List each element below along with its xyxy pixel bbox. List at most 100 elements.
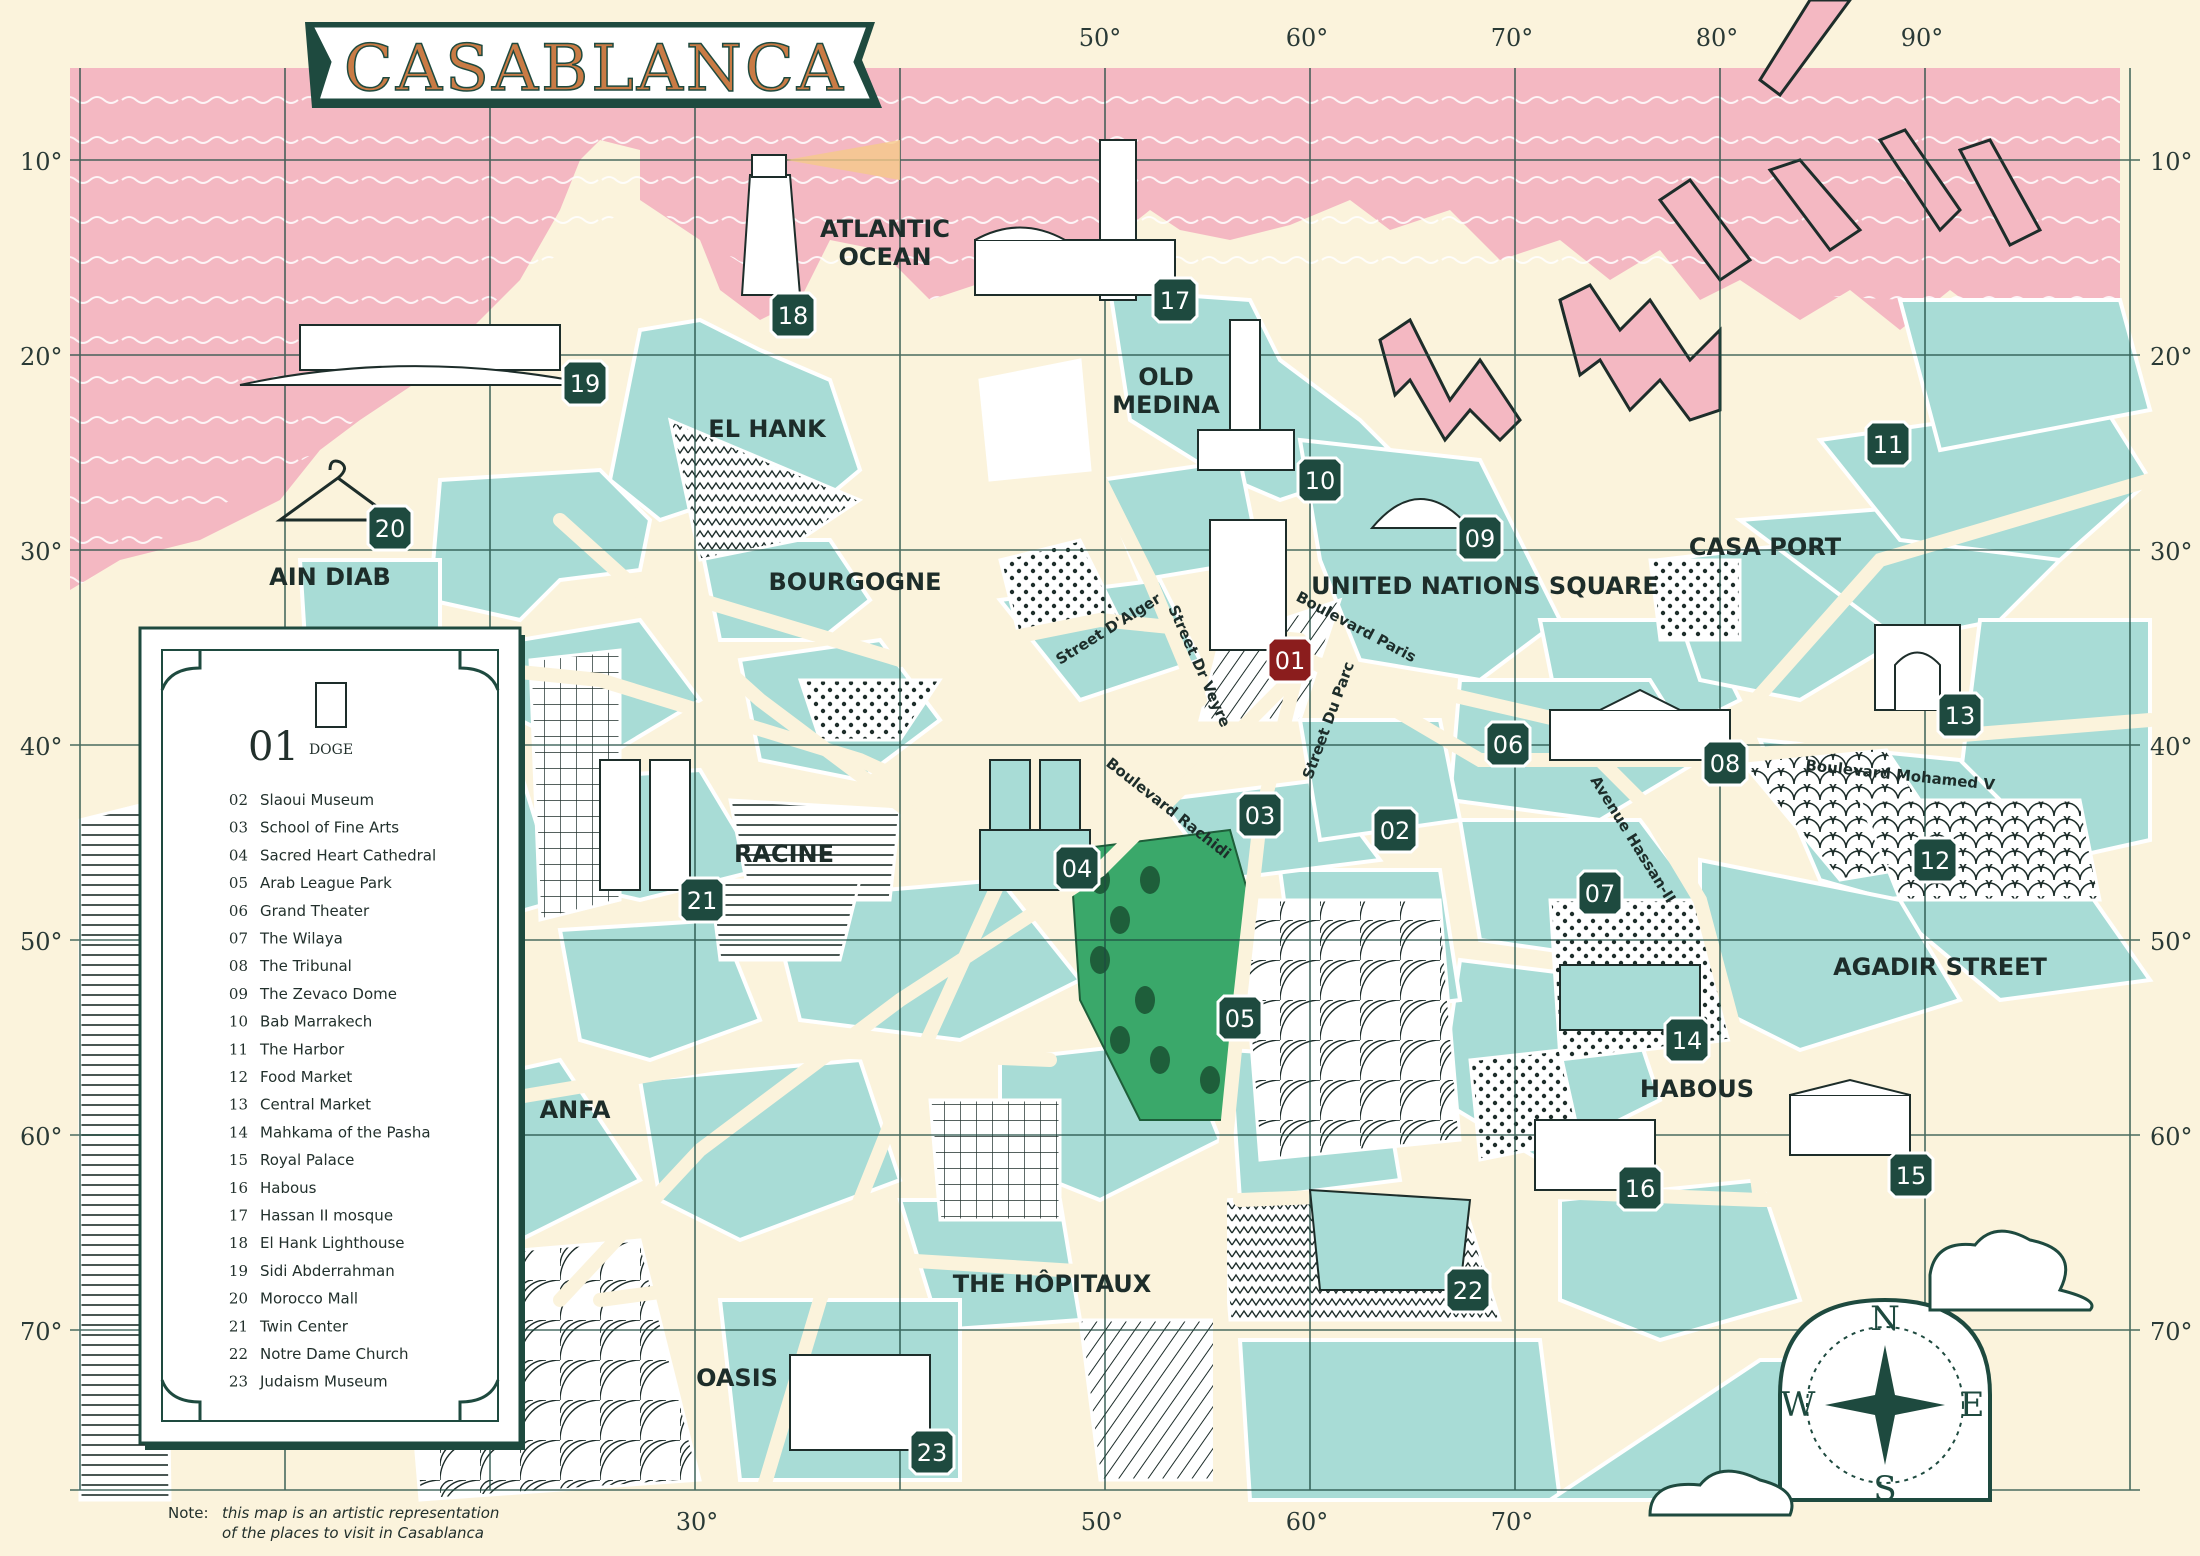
marker-21[interactable]: 21: [678, 876, 726, 924]
grid-label: 60°: [20, 1123, 63, 1151]
legend-item-name: Slaoui Museum: [260, 791, 374, 809]
district-label: UNITED NATIONS SQUARE: [1311, 572, 1659, 600]
marker-13[interactable]: 13: [1936, 691, 1984, 739]
marker-number: 11: [1873, 431, 1904, 459]
marker-23[interactable]: 23: [908, 1428, 956, 1476]
district-label: AIN DIAB: [269, 563, 391, 591]
legend-item-name: The Zevaco Dome: [259, 985, 397, 1003]
marker-18[interactable]: 18: [769, 291, 817, 339]
marker-number: 04: [1062, 855, 1093, 883]
note-line-1: this map is an artistic representation: [222, 1504, 499, 1522]
compass-block: N S E W: [1778, 1297, 1992, 1509]
judaism-museum-icon: [789, 1354, 931, 1451]
marker-05[interactable]: 05: [1216, 994, 1264, 1042]
compass-w: W: [1781, 1385, 1816, 1425]
marker-01[interactable]: 01: [1266, 636, 1314, 684]
marker-14[interactable]: 14: [1663, 1016, 1711, 1064]
legend-item: 07 The Wilaya: [229, 930, 343, 948]
legend-item-number: 14: [229, 1123, 248, 1141]
kasbah-icon: [239, 324, 571, 386]
marker-number: 01: [1275, 647, 1306, 675]
legend-item: 16 Habous: [229, 1179, 317, 1197]
compass-rose-icon: [1825, 1345, 1945, 1465]
marker-15[interactable]: 15: [1887, 1151, 1935, 1199]
district-labels: ATLANTIC OCEAN EL HANK OLD MEDINA AIN DI…: [269, 215, 2047, 1392]
marker-number: 05: [1225, 1005, 1256, 1033]
district-label: CASA PORT: [1689, 533, 1842, 561]
marker-08[interactable]: 08: [1701, 739, 1749, 787]
legend-item-name: Food Market: [260, 1068, 352, 1086]
grid-label: 50°: [1079, 24, 1122, 52]
legend-item-name: The Tribunal: [259, 957, 352, 975]
marker-11[interactable]: 11: [1864, 420, 1912, 468]
legend-item: 13 Central Market: [229, 1096, 371, 1114]
legend-item-number: 05: [229, 874, 248, 892]
legend-item-name: Habous: [260, 1179, 317, 1197]
legend-item-name: Twin Center: [259, 1317, 349, 1335]
legend-item-number: 20: [229, 1290, 248, 1308]
marker-number: 18: [778, 302, 809, 330]
district-label: OLD: [1138, 363, 1194, 391]
district-label: OASIS: [696, 1364, 778, 1392]
grid-label: 40°: [2150, 733, 2193, 761]
legend-item-name: Hassan II mosque: [260, 1207, 393, 1225]
poi-markers: 01 02 03 04 05 06 07 08 09 10 11 12 13 14 15 16 17 18 19 20…: [366, 276, 1984, 1476]
marker-03[interactable]: 03: [1236, 791, 1284, 839]
marker-22[interactable]: 22: [1444, 1266, 1492, 1314]
grid-label: 10°: [2150, 148, 2193, 176]
legend-item-number: 13: [229, 1096, 248, 1114]
old-medina-tower-icon: [1197, 319, 1295, 471]
marker-17[interactable]: 17: [1151, 276, 1199, 324]
legend-item-number: 11: [229, 1040, 248, 1058]
marker-number: 03: [1245, 802, 1276, 830]
grid-label: 40°: [20, 733, 63, 761]
marker-10[interactable]: 10: [1296, 456, 1344, 504]
marker-number: 12: [1920, 847, 1951, 875]
legend-item: 14 Mahkama of the Pasha: [229, 1123, 431, 1141]
district-label: AGADIR STREET: [1833, 953, 2047, 981]
marker-20[interactable]: 20: [366, 504, 414, 552]
marker-09[interactable]: 09: [1456, 514, 1504, 562]
legend-item-number: 07: [229, 930, 248, 948]
cloud-icon: [1648, 1229, 2094, 1517]
marker-number: 07: [1585, 880, 1616, 908]
legend-item-name: Mahkama of the Pasha: [260, 1123, 431, 1141]
hanger-icon: [275, 459, 400, 522]
grid-label: 20°: [2150, 343, 2193, 371]
royal-palace-icon: [1789, 1078, 1911, 1156]
note-prefix: Note:: [168, 1504, 209, 1522]
marker-07[interactable]: 07: [1576, 869, 1624, 917]
marker-04[interactable]: 04: [1053, 844, 1101, 892]
marker-06[interactable]: 06: [1484, 720, 1532, 768]
grid-label: 70°: [1491, 1508, 1534, 1536]
legend-item-number: 16: [229, 1179, 248, 1197]
district-label: EL HANK: [708, 415, 827, 443]
marker-number: 23: [917, 1439, 948, 1467]
legend-item-number: 12: [229, 1068, 248, 1086]
legend-item-name: The Harbor: [259, 1040, 345, 1058]
marker-12[interactable]: 12: [1911, 836, 1959, 884]
legend-item-name: The Wilaya: [259, 930, 343, 948]
marker-16[interactable]: 16: [1616, 1164, 1664, 1212]
grid-label: 60°: [1286, 1508, 1329, 1536]
wilaya-building-icon: [1209, 519, 1287, 651]
marker-02[interactable]: 02: [1371, 806, 1419, 854]
marker-19[interactable]: 19: [561, 359, 609, 407]
legend-item-name: Central Market: [260, 1096, 371, 1114]
legend-item-name: School of Fine Arts: [260, 819, 399, 837]
marker-number: 17: [1160, 287, 1191, 315]
grid-label: 50°: [2150, 928, 2193, 956]
marker-number: 20: [375, 515, 406, 543]
grid-label: 70°: [20, 1318, 63, 1346]
legend-item-name: Judaism Museum: [259, 1373, 388, 1391]
title-banner: CASABLANCA: [305, 22, 882, 108]
legend-item-number: 02: [229, 791, 248, 809]
legend-item-number: 17: [229, 1207, 248, 1225]
